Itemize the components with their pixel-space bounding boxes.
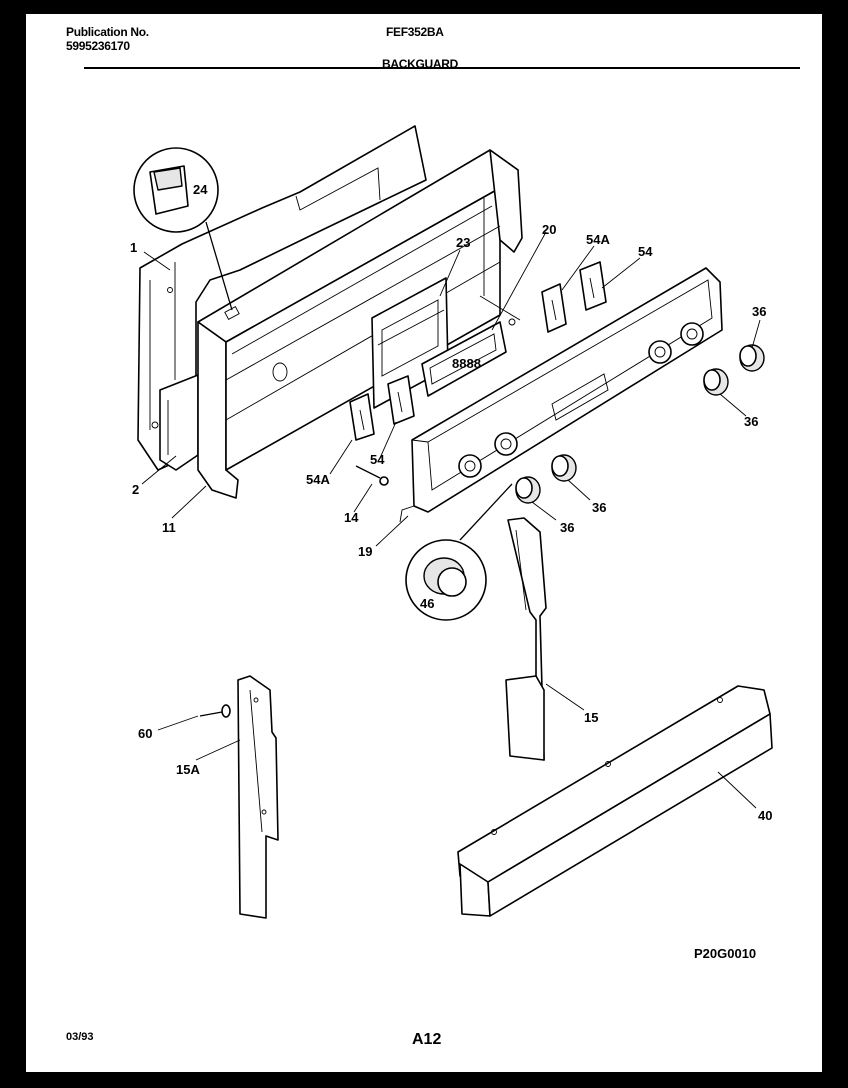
revision-date: 03/93 — [66, 1031, 94, 1043]
callout-2: 2 — [132, 482, 139, 497]
page-number: A12 — [412, 1031, 441, 1048]
callout-23: 23 — [456, 235, 470, 250]
callout-15a: 15A — [176, 762, 200, 777]
callout-19: 19 — [358, 544, 372, 559]
callout-14: 14 — [344, 510, 359, 525]
inset-rocker-24 — [133, 147, 233, 311]
knob-center — [551, 454, 577, 482]
callout-1: 1 — [130, 240, 137, 255]
switch-54-left — [387, 375, 415, 425]
side-bracket — [159, 374, 199, 471]
diagram-code: P20G0010 — [694, 946, 756, 961]
knob-right-lower — [703, 368, 729, 396]
screw-14 — [355, 465, 389, 486]
inset-knob-46 — [405, 483, 513, 621]
header-rule — [84, 67, 800, 69]
switch-54a-top — [541, 283, 567, 333]
switch-54-top — [579, 261, 607, 311]
callout-11: 11 — [162, 520, 176, 535]
clock-module: 8888 — [421, 321, 507, 397]
callout-36-d: 36 — [560, 520, 574, 535]
callout-15: 15 — [584, 710, 598, 725]
model-number: FEF352BA — [386, 25, 444, 39]
callout-36-a: 36 — [752, 304, 766, 319]
callout-36-b: 36 — [744, 414, 758, 429]
switch-54a-left — [349, 393, 375, 441]
rear-panel — [137, 125, 427, 471]
end-trim-left — [237, 675, 279, 919]
svg-text:8888: 8888 — [452, 356, 481, 371]
callout-20: 20 — [542, 222, 556, 237]
knob-right-upper — [739, 344, 765, 372]
callout-60: 60 — [138, 726, 152, 741]
callout-54-left: 54 — [370, 452, 385, 467]
publication-number: 5995236170 — [66, 39, 130, 53]
leader-lines — [141, 231, 761, 809]
screw-60 — [199, 704, 231, 718]
control-panel — [399, 267, 723, 523]
callout-54a-left: 54A — [306, 472, 330, 487]
callout-46: 46 — [420, 596, 434, 611]
backguard-frame — [197, 149, 523, 499]
trim-bar — [457, 685, 773, 917]
callout-54-top: 54 — [638, 244, 653, 259]
callout-54a-top: 54A — [586, 232, 610, 247]
publication-label: Publication No. — [66, 25, 149, 39]
callout-36-c: 36 — [592, 500, 606, 515]
callout-24: 24 — [193, 182, 208, 197]
callout-40: 40 — [758, 808, 772, 823]
knob-left — [515, 476, 541, 504]
end-trim-right — [505, 517, 547, 761]
